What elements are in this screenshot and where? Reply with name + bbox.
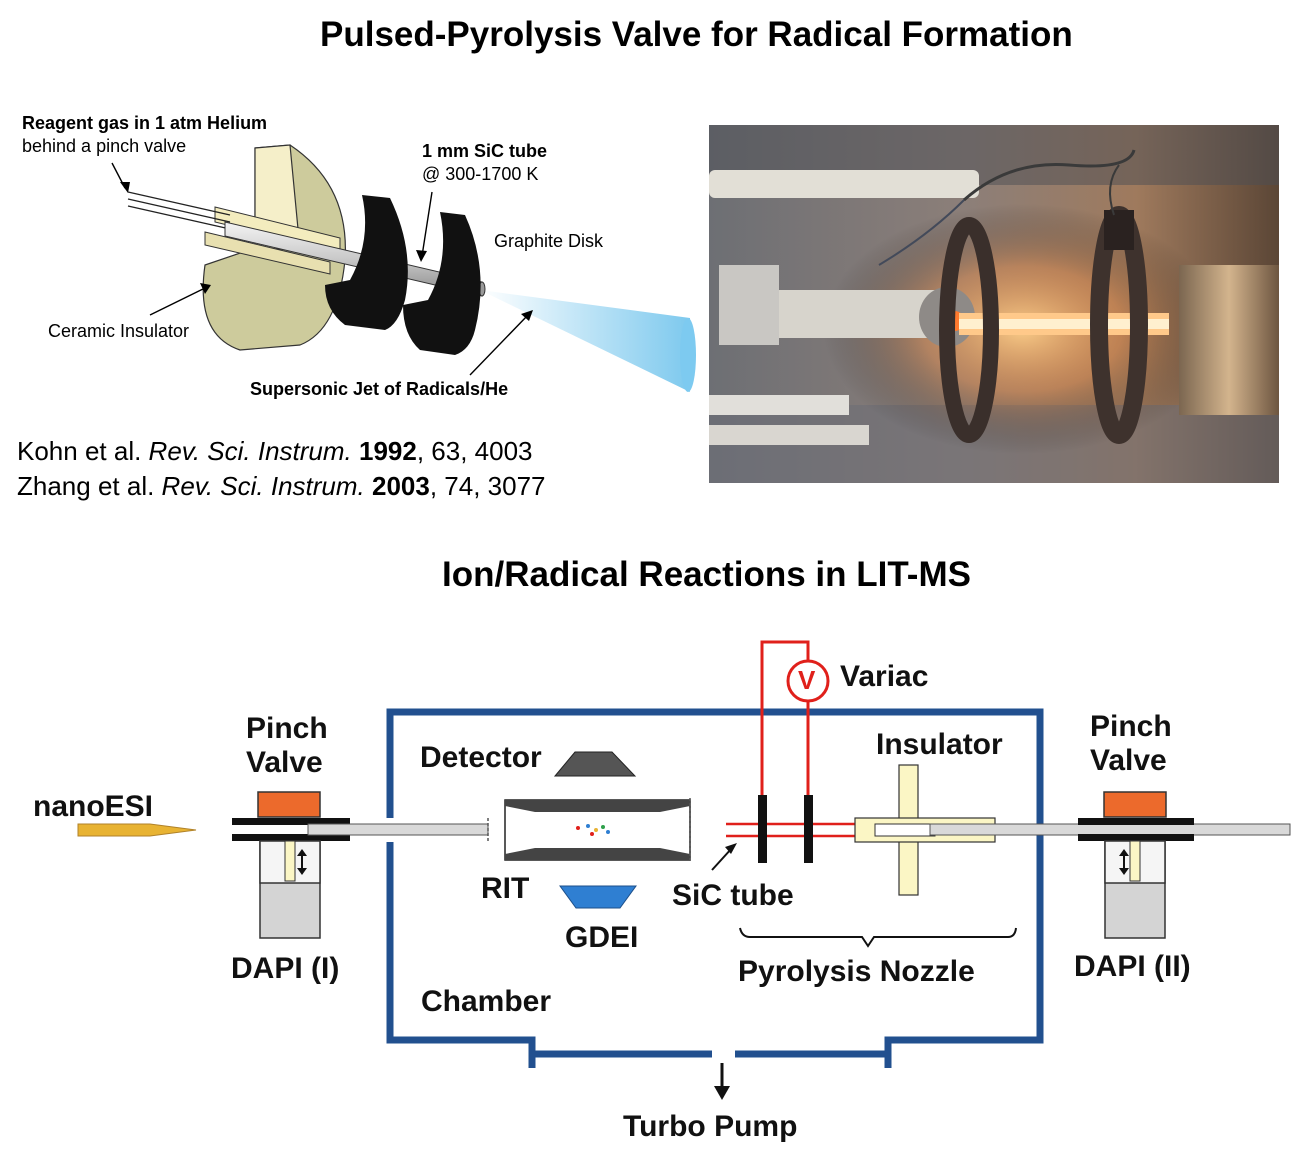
gdei-label: GDEI [565, 921, 639, 954]
reference-2: Zhang et al. Rev. Sci. Instrum. 2003, 74… [17, 471, 546, 502]
reference-1-volume: , 63, 4003 [416, 436, 533, 466]
reagent-gas-label: Reagent gas in 1 atm Helium [22, 113, 268, 133]
ceramic-insulator-label: Ceramic Insulator [48, 321, 190, 341]
pinch-valve-left-actuator [257, 791, 321, 818]
pyrolysis-nozzle-label: Pyrolysis Nozzle [738, 955, 975, 988]
reference-2-volume: , 74, 3077 [429, 471, 546, 501]
reference-1-journal: Rev. Sci. Instrum. [148, 436, 352, 466]
chamber-label: Chamber [421, 985, 552, 1018]
sic-tube-label: 1 mm SiC tube [422, 141, 548, 161]
reference-1-authors: Kohn et al. [17, 436, 149, 466]
dapi-left-label: DAPI (I) [231, 952, 340, 985]
electrode-1 [758, 795, 767, 863]
jet-cone-end [680, 318, 696, 392]
lit-ms-diagram [77, 640, 1291, 1100]
supersonic-jet-label: Supersonic Jet of Radicals/He [250, 379, 509, 399]
reference-1-year: 1992 [359, 436, 417, 466]
detector [553, 751, 637, 777]
graphite-disk-1 [325, 195, 408, 330]
variac-wire [760, 640, 810, 795]
graphite-disk-label: Graphite Disk [494, 231, 604, 251]
pinch-valve-right-label-2: Valve [1090, 744, 1167, 777]
top-title: Pulsed-Pyrolysis Valve for Radical Forma… [320, 15, 1073, 54]
pinch-valve-left-label-1: Pinch [246, 712, 328, 745]
bottom-title: Ion/Radical Reactions in LIT-MS [442, 555, 971, 594]
detector-label: Detector [420, 741, 542, 774]
pinch-valve-right-actuator [1103, 791, 1167, 818]
reference-2-year: 2003 [372, 471, 430, 501]
electrode-2 [804, 795, 813, 863]
pyrolysis-valve-schematic [111, 144, 696, 392]
nanoesi-needle [77, 823, 197, 837]
pinch-valve-right-label-1: Pinch [1090, 710, 1172, 743]
gdei-source [559, 885, 637, 909]
variac-v-symbol: V [798, 665, 816, 695]
chamber-wall [386, 708, 1044, 1068]
graphite-disk-2 [403, 212, 481, 355]
pyrolysis-valve-photo [709, 125, 1279, 483]
pinch-valve-note: behind a pinch valve [22, 136, 187, 156]
variac-symbol [786, 659, 830, 703]
variac-label: Variac [840, 660, 929, 693]
pyrolysis-bracket [739, 927, 1017, 948]
dapi-right-label: DAPI (II) [1074, 950, 1191, 983]
nanoesi-label: nanoESI [33, 790, 154, 823]
sic-temperature-label: @ 300-1700 K [422, 164, 539, 184]
sic-tube-bottom-label: SiC tube [672, 879, 794, 912]
turbo-pump-label: Turbo Pump [623, 1110, 798, 1143]
reference-2-authors: Zhang et al. [17, 471, 162, 501]
insulator-label: Insulator [876, 728, 1003, 761]
reference-2-journal: Rev. Sci. Instrum. [161, 471, 365, 501]
rit-label: RIT [481, 872, 530, 905]
reference-1: Kohn et al. Rev. Sci. Instrum. 1992, 63,… [17, 436, 533, 467]
supersonic-jet-cone [480, 290, 690, 392]
pinch-valve-left-label-2: Valve [246, 746, 323, 779]
